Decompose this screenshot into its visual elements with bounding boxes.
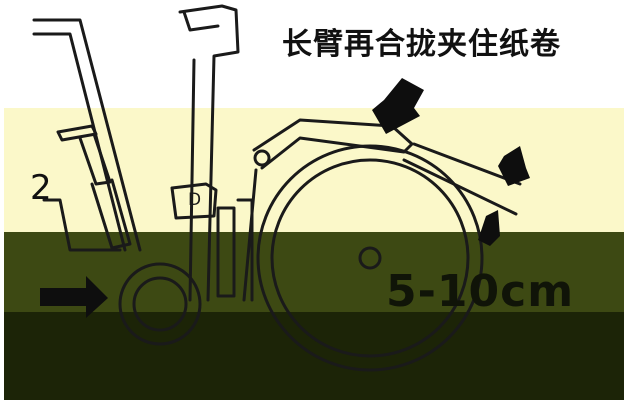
step-number-label: 2 xyxy=(30,168,52,208)
column-cap xyxy=(182,10,220,32)
d-block xyxy=(170,182,218,220)
mount-plate-left xyxy=(216,206,236,298)
left-lever-arm xyxy=(32,18,142,252)
arm-hinge xyxy=(253,149,271,167)
piston-body xyxy=(90,178,132,250)
background-band-olive xyxy=(4,232,624,312)
handle-grip xyxy=(56,124,98,142)
center-column-inner xyxy=(188,58,196,302)
guide-line-bottom xyxy=(402,158,518,216)
clamp-arm-vertical xyxy=(242,168,258,302)
down-arrow-icon xyxy=(372,78,424,134)
caption-title: 长臂再合拢夹住纸卷 xyxy=(282,27,561,62)
base-wheel-outer xyxy=(118,262,202,346)
right-arrow-icon xyxy=(40,276,108,318)
paper-roll-outer xyxy=(256,144,484,372)
piston-rod xyxy=(78,132,112,186)
clamp-arm-top xyxy=(252,118,414,170)
part-label-d: D xyxy=(188,190,202,210)
guide-line-top xyxy=(412,142,522,186)
gap-measurement: 5-10cm xyxy=(386,266,575,317)
base-wheel-inner xyxy=(132,276,188,332)
paper-roll-inner xyxy=(270,158,470,358)
step-bracket xyxy=(42,198,122,252)
center-column xyxy=(178,4,240,302)
down-arrow-icon xyxy=(498,146,530,186)
left-lever-arm-inner xyxy=(32,32,127,252)
up-arrow-icon xyxy=(478,210,500,246)
paper-roll-core xyxy=(358,246,382,270)
